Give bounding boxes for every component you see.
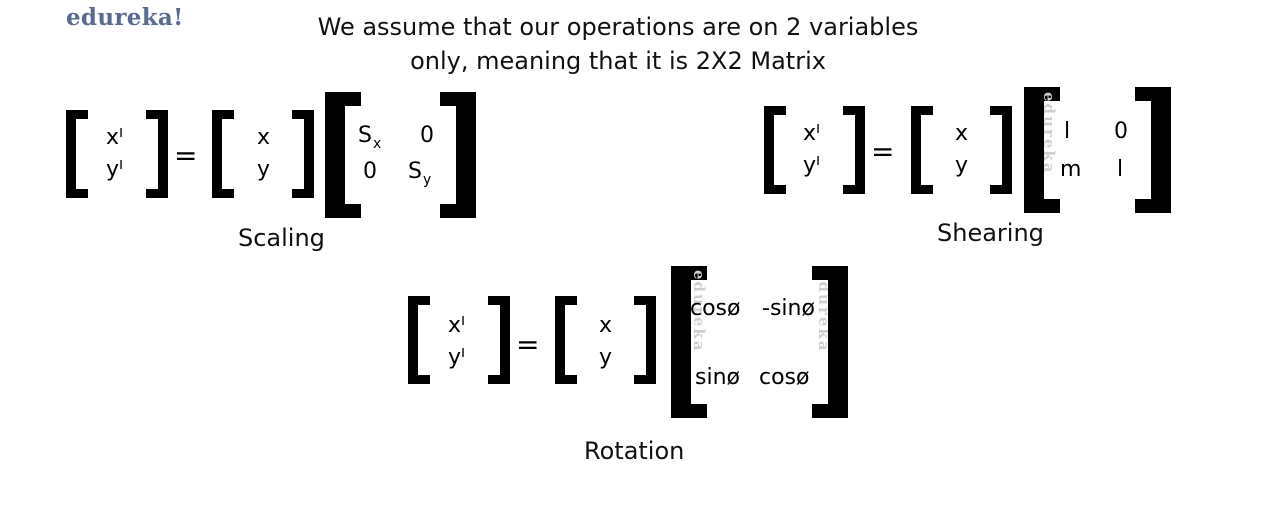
shearing-lhs-y-prime: yᴵ xyxy=(803,153,821,178)
shearing-lhs-left-bracket xyxy=(764,106,786,194)
scaling-matrix-zero-top: 0 xyxy=(420,123,434,148)
scaling-matrix-zero-bottom: 0 xyxy=(363,159,377,184)
shearing-equals-sign: = xyxy=(871,135,895,168)
shearing-vector-right-bracket xyxy=(990,106,1012,194)
header-line-2: only, meaning that it is 2X2 Matrix xyxy=(410,47,826,75)
shearing-lhs-x-prime: xᴵ xyxy=(803,121,821,146)
shearing-vector-x: x xyxy=(955,121,969,146)
scaling-lhs-right-bracket xyxy=(146,110,168,198)
rotation-matrix-cos-top: cosø xyxy=(690,296,741,321)
rotation-vector-right-bracket xyxy=(634,296,656,384)
rotation-vector-left-bracket xyxy=(555,296,577,384)
rotation-equals-sign: = xyxy=(516,328,540,361)
shearing-label: Shearing xyxy=(937,219,1044,247)
shearing-matrix-l-top: l xyxy=(1064,119,1071,144)
scaling-lhs-x-prime: xᴵ xyxy=(106,125,124,150)
scaling-lhs-y-prime: yᴵ xyxy=(106,157,124,182)
shearing-lhs-right-bracket xyxy=(843,106,865,194)
header-text: We assume that our operations are on 2 v… xyxy=(268,10,968,78)
scaling-matrix-left-bracket xyxy=(325,92,361,218)
rotation-label: Rotation xyxy=(584,437,685,465)
rotation-vector-x: x xyxy=(599,313,613,338)
shearing-vector-y: y xyxy=(955,153,969,178)
rotation-matrix-right-bracket xyxy=(812,266,848,418)
edureka-logo: edureka! xyxy=(66,4,184,31)
rotation-matrix-neg-sin: -sinø xyxy=(762,296,815,321)
rotation-matrix-cos-bottom: cosø xyxy=(759,365,810,390)
scaling-matrix-s-x: Sx xyxy=(358,123,382,153)
rotation-vector-y: y xyxy=(599,345,613,370)
rotation-lhs-left-bracket xyxy=(408,296,430,384)
shearing-vector-left-bracket xyxy=(911,106,933,194)
scaling-matrix-right-bracket xyxy=(440,92,476,218)
rotation-matrix-sin: sinø xyxy=(695,365,740,390)
shearing-matrix-right-bracket xyxy=(1135,87,1171,213)
shearing-matrix-l-bottom: l xyxy=(1117,157,1124,182)
scaling-vector-right-bracket xyxy=(292,110,314,198)
shearing-matrix-left-bracket xyxy=(1024,87,1060,213)
rotation-lhs-right-bracket xyxy=(488,296,510,384)
header-line-1: We assume that our operations are on 2 v… xyxy=(317,13,919,41)
scaling-matrix-s-y: Sy xyxy=(408,159,432,189)
scaling-vector-y: y xyxy=(257,157,271,182)
rotation-lhs-x-prime: xᴵ xyxy=(448,313,466,338)
shearing-watermark: edureka xyxy=(1040,92,1058,175)
scaling-label: Scaling xyxy=(238,224,325,252)
scaling-equals-sign: = xyxy=(174,139,198,172)
rotation-watermark-left: edureka xyxy=(690,270,708,353)
scaling-vector-left-bracket xyxy=(212,110,234,198)
scaling-vector-x: x xyxy=(257,125,271,150)
shearing-matrix-zero: 0 xyxy=(1114,119,1128,144)
rotation-lhs-y-prime: yᴵ xyxy=(448,345,466,370)
shearing-matrix-m: m xyxy=(1060,157,1082,182)
rotation-matrix-left-bracket xyxy=(671,266,707,418)
scaling-lhs-left-bracket xyxy=(66,110,88,198)
